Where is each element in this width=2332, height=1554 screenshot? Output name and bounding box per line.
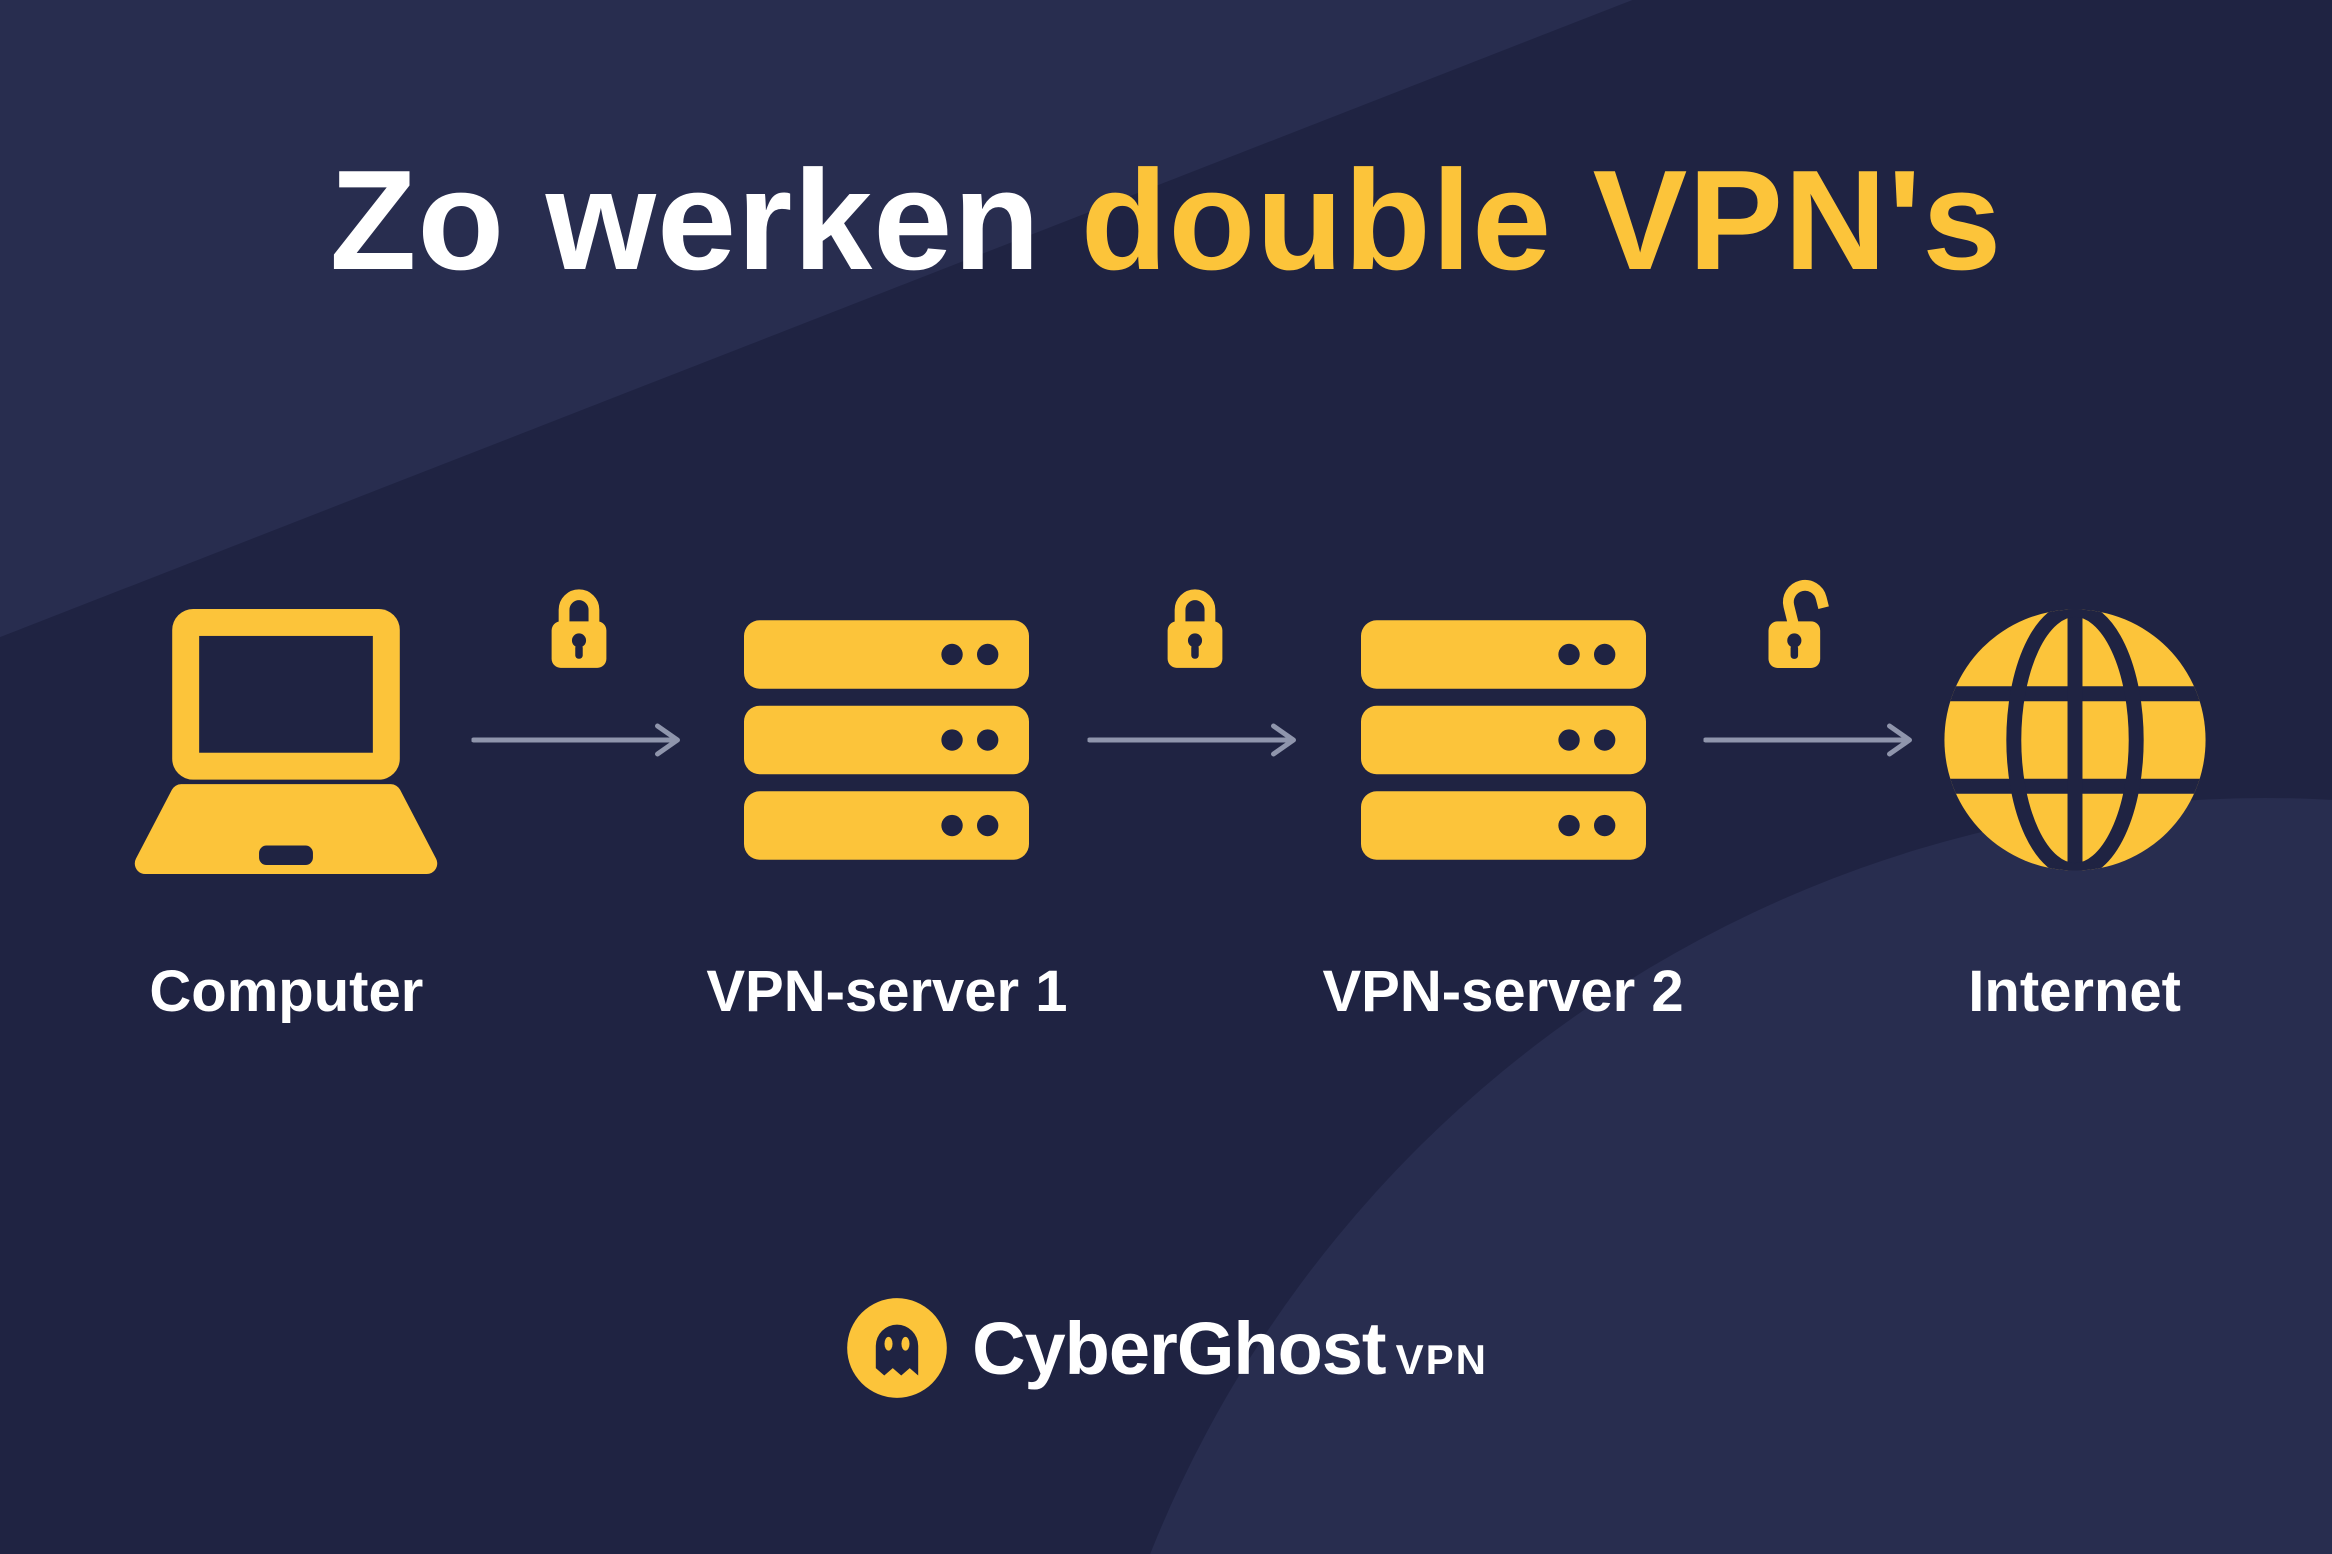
node-computer: Computer [121, 600, 451, 1025]
node-label-internet: Internet [1968, 959, 2181, 1024]
connection-vpn-server-2-to-internet [1684, 579, 1939, 880]
arrow-right-icon [471, 723, 680, 757]
connection-computer-to-vpn-server-1 [451, 589, 706, 880]
logo-vpn-text: VPN [1395, 1335, 1488, 1383]
server-icon [744, 620, 1030, 860]
connection-vpn-server-1-to-vpn-server-2 [1068, 589, 1323, 880]
ghost-logo-icon [847, 1298, 947, 1398]
node-vpn-server-2: VPN-server 2 [1323, 600, 1684, 1025]
vpn-flow-diagram: Computer [121, 579, 2211, 1025]
arrow-right-icon [1703, 723, 1913, 757]
cyberghost-logo: CyberGhost VPN [844, 1295, 1488, 1401]
node-label-vpn-server-1: VPN-server 1 [706, 959, 1068, 1024]
node-label-computer: Computer [149, 959, 424, 1024]
node-vpn-server-1: VPN-server 1 [706, 600, 1068, 1025]
title-text: Zo werken [329, 141, 1041, 300]
closed-padlock-icon [551, 589, 607, 668]
internet-icon-box [1939, 600, 2211, 880]
logo-text: CyberGhost VPN [972, 1306, 1488, 1391]
node-internet: Internet [1939, 600, 2211, 1025]
vpn-server-1-icon-box [744, 600, 1030, 880]
logo-brand-text: CyberGhost [972, 1306, 1387, 1390]
vpn-server-2-icon-box [1360, 600, 1646, 880]
arrow-right-icon [1087, 723, 1296, 757]
laptop-icon [135, 608, 438, 875]
computer-icon-box [121, 600, 451, 880]
server-icon [1360, 620, 1646, 860]
closed-padlock-icon [1167, 589, 1223, 668]
node-label-vpn-server-2: VPN-server 2 [1322, 959, 1684, 1024]
globe-icon [1944, 609, 2206, 871]
open-padlock-icon [1768, 579, 1830, 668]
title-highlight: double VPN's [1080, 141, 2003, 300]
